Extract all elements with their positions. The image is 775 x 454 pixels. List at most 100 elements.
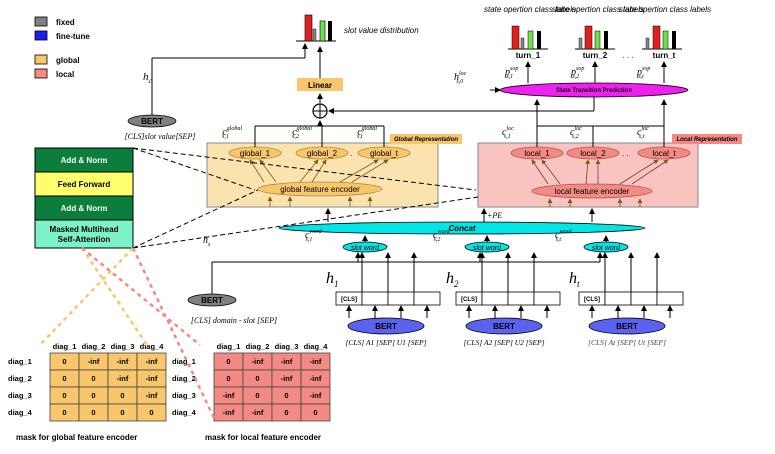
token-box xyxy=(604,291,632,306)
token-box xyxy=(507,291,535,306)
mask-cell-value: -inf xyxy=(310,357,322,366)
mask-cell xyxy=(300,403,331,422)
global-node-1-label: global_1 xyxy=(240,149,271,158)
bert-turn-1-label: BERT xyxy=(375,322,397,331)
pe-label: +PE xyxy=(487,211,502,220)
turn-t-label: turn_t xyxy=(653,51,676,60)
legend-fixed-label: fixed xyxy=(56,18,75,27)
mask-row-header: diag_1 xyxy=(172,357,196,366)
mask-col-header: diag_1 xyxy=(53,342,77,351)
mask-cell-value: -inf xyxy=(252,408,264,417)
turn-caption-2: [CLS] A2 [SEP] U2 [SEP] xyxy=(463,338,544,347)
mask-cell-value: 0 xyxy=(91,391,95,400)
add-norm-bottom-label: Add & Norm xyxy=(61,204,108,213)
mask-cell-value: -inf xyxy=(223,408,235,417)
mask-row-header: diag_2 xyxy=(8,374,32,383)
dist-bar-4 xyxy=(328,21,332,41)
state-label-groups: state opertion class labels state operti… xyxy=(484,5,711,60)
slot-word-t-label: slot word xyxy=(592,245,621,252)
token-cls-label: [CLS] xyxy=(461,297,477,303)
local-node-2-label: local_2 xyxy=(580,149,606,158)
state-label-2: state opertion class labels xyxy=(552,5,644,14)
h-turn-t: ht xyxy=(569,270,580,289)
bert-slot-caption: [CLS] domain - slot [SEP] xyxy=(191,316,277,325)
bert-slot-block xyxy=(187,293,237,307)
mask-cell-value: 0 xyxy=(62,357,66,366)
turn-2-label: turn_2 xyxy=(583,51,608,60)
mask-cell-value: 0 xyxy=(120,391,124,400)
mask-col-header: diag_2 xyxy=(246,342,270,351)
state-label-1: state opertion class labels xyxy=(484,5,576,14)
mask-cell-value: 0 xyxy=(255,374,259,383)
bert-top-caption: [CLS]slot value[SEP] xyxy=(125,132,196,141)
mask-cell-value: 0 xyxy=(226,357,230,366)
mask-row-header: diag_2 xyxy=(172,374,196,383)
h-turn-1: h1 xyxy=(326,270,339,289)
bert-top-block xyxy=(127,114,177,128)
mask-cell-value: 0 xyxy=(62,374,66,383)
local-encoder-label: local feature encoder xyxy=(555,187,630,196)
mask-cell-value: 0 xyxy=(149,408,153,417)
local-node-t-label: local_t xyxy=(652,149,676,158)
dist-label: slot value distribution xyxy=(344,26,419,35)
mask-cell-value: 0 xyxy=(255,391,259,400)
add-norm-top xyxy=(34,147,134,173)
bert-slot-label: BERT xyxy=(201,296,223,305)
bert-top-label: BERT xyxy=(141,117,163,126)
turn-1-label: turn_1 xyxy=(516,51,541,60)
mask-row-header: diag_4 xyxy=(172,408,197,417)
legend: fixed fine-tune global local xyxy=(34,16,90,79)
bert-turn-2 xyxy=(465,317,543,335)
turn-caption-1: [CLS] A1 [SEP] U1 [SEP] xyxy=(345,338,426,347)
concat-block xyxy=(278,221,646,235)
mask-col-header: diag_2 xyxy=(82,342,106,351)
mask-cell-value: -inf xyxy=(281,374,293,383)
concat-label: Concat xyxy=(448,224,475,233)
legend-global-label: global xyxy=(56,56,80,65)
mask-cell-value: 0 xyxy=(91,374,95,383)
mask-cell-value: -inf xyxy=(281,357,293,366)
global-title: Global Representation xyxy=(394,137,458,143)
bert-turn-t xyxy=(588,317,666,335)
legend-finetune-swatch xyxy=(34,30,48,41)
mask-cell-value: 0 xyxy=(62,408,66,417)
mask-cell-value: 0 xyxy=(284,391,288,400)
bert-turn-2-label: BERT xyxy=(493,322,515,331)
local-node-1-label: local_1 xyxy=(524,149,550,158)
token-cls-label: [CLS] xyxy=(341,297,357,303)
mask-col-header: diag_3 xyxy=(111,342,135,351)
linear-label: Linear xyxy=(308,81,332,90)
mask-global-caption: mask for global feature encoder xyxy=(16,433,137,442)
mask-col-header: diag_1 xyxy=(217,342,241,351)
mask-row-header: diag_1 xyxy=(8,357,32,366)
h-s-label: hs xyxy=(203,235,211,248)
slot-word-2-label: slot word xyxy=(473,245,502,252)
legend-local-swatch xyxy=(34,68,48,79)
linear-box xyxy=(297,78,343,91)
legend-fixed-swatch xyxy=(34,16,48,27)
slot-value-distribution: slot value distribution xyxy=(296,14,419,42)
legend-finetune-label: fine-tune xyxy=(56,32,90,41)
mask-local-caption: mask for local feature encoder xyxy=(205,433,321,442)
mask-cell-value: -inf xyxy=(310,391,322,400)
turns-ellipsis: . . . xyxy=(622,51,633,60)
stp-label: State Transition Prediction xyxy=(556,88,632,94)
local-title-bg xyxy=(672,134,742,144)
mask-cell-value: 0 xyxy=(120,408,124,417)
local-ellipsis: . . xyxy=(622,149,629,158)
mask-cell-value: -inf xyxy=(117,374,129,383)
global-encoder-label: global feature encoder xyxy=(280,185,360,194)
token-groups: [CLS][CLS][CLS] xyxy=(335,252,684,318)
local-feature-encoder xyxy=(531,183,653,199)
slot-word-1-label: slot word xyxy=(351,245,380,252)
token-box xyxy=(656,291,684,306)
token-box xyxy=(361,291,389,306)
